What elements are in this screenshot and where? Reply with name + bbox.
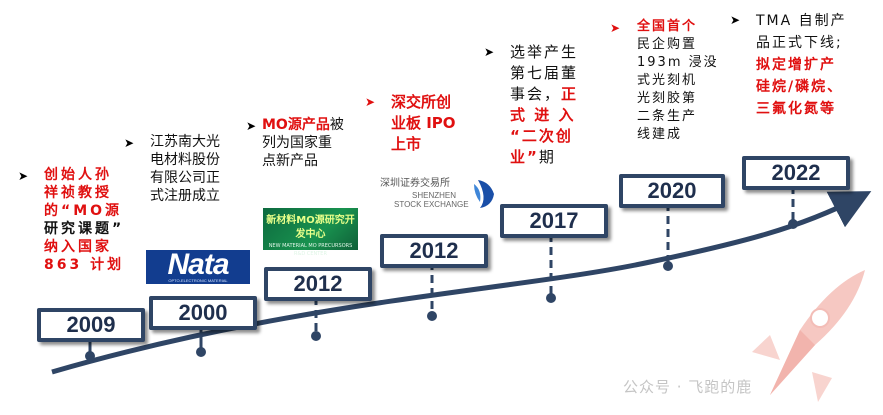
bullet-arrow-icon: ➤ [18,169,29,183]
milestone-2012a-text: MO源产品被 列为国家重 点新产品 [262,117,344,169]
bullet-arrow-icon: ➤ [124,136,135,150]
year-box-2020: 2020 [619,174,725,208]
bullet-arrow-icon: ➤ [246,119,257,133]
year-box-2000: 2000 [149,296,257,330]
szse-mark-icon [474,180,494,208]
rocket-icon [752,270,865,402]
year-box-2012a: 2012 [264,267,372,301]
nata-logo: Nata OPTO-ELECTRONIC MATERIAL [146,250,250,284]
year-box-2012b: 2012 [380,234,488,268]
milestone-2012b-text: 深交所创 业板 IPO 上市 [391,93,456,153]
milestone-2022-text: TMA 自制产 品正式下线; 拟定增扩产 硅烷/磷烷、 三氟化氮等 [756,13,847,117]
milestone-2017-text: 选举产生 第七届董 事会，正 式 进 入 “二次创 业”期 [510,43,579,166]
milestone-2009-text: 创始人孙 祥祯教授 的“MO源 研究课题” 纳入国家 863 计划 [44,167,125,273]
milestone-2000-text: 江苏南大光 电材料股份 有限公司正 式注册成立 [150,134,220,204]
bullet-arrow-icon: ➤ [484,45,495,59]
milestone-2020-text: 全国首个 民企购置 193m 浸没 式光刻机 光刻胶第 二条生产 线建成 [637,19,719,142]
year-box-2009: 2009 [37,308,145,342]
growth-curve [51,191,872,375]
bullet-arrow-icon: ➤ [610,21,621,35]
watermark-text: 公众号 · 飞跑的鹿 [623,378,753,396]
year-box-2017: 2017 [500,204,608,238]
bullet-arrow-icon: ➤ [365,95,376,109]
mo-center-logo: 新材料MO源研究开发中心 NEW MATERIAL MO PRECURSORS … [263,208,358,257]
szse-logo: 深圳证券交易所 SHENZHEN STOCK EXCHANGE [380,176,498,212]
year-box-2022: 2022 [742,156,850,190]
bullet-arrow-icon: ➤ [730,13,741,27]
